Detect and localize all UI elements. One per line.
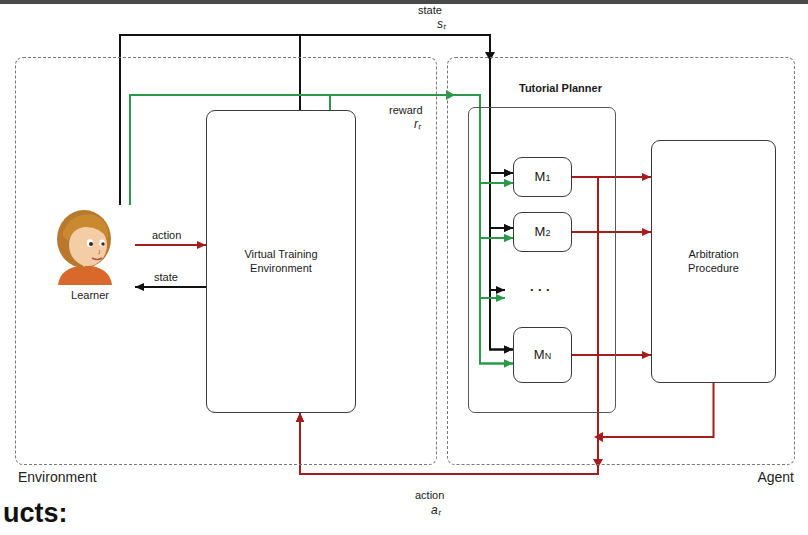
branch-stub bbox=[490, 289, 505, 291]
agent-region: AgentTutorial PlannerM1M2MNArbitration P… bbox=[447, 57, 795, 465]
node-text: MN bbox=[534, 347, 551, 363]
node-text: M1 bbox=[535, 169, 551, 185]
node-text: Environment bbox=[18, 469, 97, 485]
node-text: Tutorial Planner bbox=[519, 82, 602, 94]
branch-stub bbox=[480, 297, 505, 299]
signal-symbol: rₜ bbox=[414, 117, 421, 131]
process-box: Virtual Training Environment bbox=[206, 110, 356, 413]
signal-symbol: aₜ bbox=[431, 503, 441, 517]
edge-label: state bbox=[152, 271, 180, 284]
signal-symbol: sₜ bbox=[437, 17, 446, 31]
planner-group: Tutorial PlannerM1M2MN bbox=[468, 107, 616, 413]
signal-name: reward bbox=[389, 104, 423, 117]
signal-connector bbox=[135, 244, 206, 246]
node-text: Learner bbox=[71, 289, 109, 303]
signal-connector bbox=[330, 95, 513, 363]
module-box: M2 bbox=[513, 212, 572, 252]
flow-arrowhead bbox=[593, 459, 603, 468]
learner-figure: Learner bbox=[45, 205, 135, 303]
connector-group bbox=[120, 35, 714, 474]
signal-connector bbox=[135, 286, 206, 288]
signal-name: action bbox=[415, 489, 444, 502]
signal-connector bbox=[300, 383, 714, 474]
edge-label: action bbox=[150, 229, 183, 242]
signal-connector bbox=[330, 95, 513, 238]
signal-connector bbox=[330, 95, 513, 183]
node-text: Virtual Training Environment bbox=[229, 248, 333, 276]
slide-text-fragment: ucts: bbox=[3, 497, 68, 529]
node-text: M2 bbox=[535, 224, 551, 240]
module-box: M1 bbox=[513, 157, 572, 197]
top-bar bbox=[0, 0, 808, 4]
signal-name: state bbox=[418, 4, 442, 17]
environment-region: EnvironmentLearnerVirtual Training Envir… bbox=[15, 57, 437, 465]
node-text: Arbitration Procedure bbox=[672, 248, 756, 276]
process-box: Arbitration Procedure bbox=[651, 140, 776, 383]
ellipsis-mark: · · · bbox=[530, 282, 550, 298]
learner-illustration bbox=[50, 205, 120, 285]
module-box: MN bbox=[513, 327, 572, 383]
node-text: Agent bbox=[757, 469, 794, 485]
flow-arrowhead bbox=[594, 432, 603, 442]
